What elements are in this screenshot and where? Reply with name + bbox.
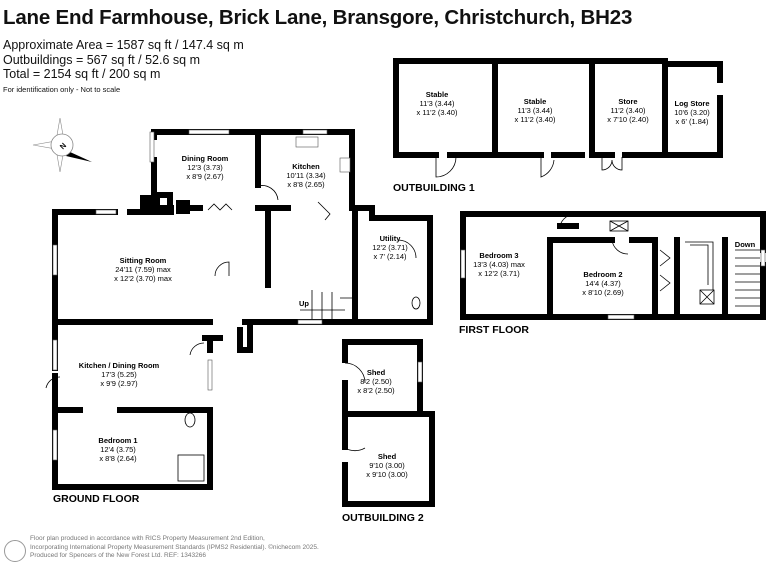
room-dim: x 8'8 (2.64) xyxy=(99,454,137,463)
scale-note: For identification only - Not to scale xyxy=(3,85,121,94)
room-dim: x 8'2 (2.50) xyxy=(357,386,395,395)
room-name: Kitchen xyxy=(292,162,320,171)
compass-north-label: N xyxy=(58,141,68,151)
room-name: Bedroom 3 xyxy=(479,251,518,260)
outbuilding-2: Shed 8'2 (2.50) x 8'2 (2.50) Shed 9'10 (… xyxy=(342,339,435,524)
approximate-area: Approximate Area = 1587 sq ft / 147.4 sq… xyxy=(3,38,244,52)
footer-line: Produced for Spencers of the New Forest … xyxy=(30,552,206,559)
room-name: Shed xyxy=(378,452,397,461)
footer-line: Floor plan produced in accordance with R… xyxy=(30,535,265,542)
room-name: Stable xyxy=(426,90,449,99)
outbuilding-1-label: OUTBUILDING 1 xyxy=(393,182,475,194)
outbuilding-2-label: OUTBUILDING 2 xyxy=(342,512,424,524)
room-name: Shed xyxy=(367,368,386,377)
room-dim: x 9'9 (2.97) xyxy=(100,379,138,388)
footer-disclaimer: Floor plan produced in accordance with R… xyxy=(30,535,319,561)
room-name: Bedroom 1 xyxy=(98,436,137,445)
room-dim: x 11'2 (3.40) xyxy=(417,108,458,117)
room-dim: x 8'10 (2.69) xyxy=(582,288,624,297)
first-floor: Bedroom 3 13'3 (4.03) max x 12'2 (3.71) … xyxy=(459,211,766,336)
room-dim: 11'2 (3.40) xyxy=(610,106,646,115)
room-dim: x 8'9 (2.67) xyxy=(186,172,224,181)
room-dim: 24'11 (7.59) max xyxy=(115,265,171,274)
area-summary: Approximate Area = 1587 sq ft / 147.4 sq… xyxy=(3,38,244,82)
room-dim: 11'3 (3.44) xyxy=(517,106,553,115)
room-dim: x 12'2 (3.70) max xyxy=(114,274,172,283)
room-name: Bedroom 2 xyxy=(583,270,622,279)
stairs-down-label: Down xyxy=(735,240,756,249)
person-logo-icon xyxy=(4,540,26,562)
room-dim: x 8'8 (2.65) xyxy=(287,180,325,189)
room-dim: 13'3 (4.03) max xyxy=(473,260,525,269)
room-dim: 8'2 (2.50) xyxy=(360,377,392,386)
ground-floor-label: GROUND FLOOR xyxy=(53,493,140,505)
room-dim: 17'3 (5.25) xyxy=(101,370,137,379)
room-dim: 12'4 (3.75) xyxy=(100,445,136,454)
stairs-up-label: Up xyxy=(299,299,309,308)
room-name: Utility xyxy=(380,234,402,243)
room-dim: x 11'2 (3.40) xyxy=(515,115,556,124)
total-area: Total = 2154 sq ft / 200 sq m xyxy=(3,67,161,81)
room-dim: 10'6 (3.20) xyxy=(674,108,710,117)
page-title: Lane End Farmhouse, Brick Lane, Bransgor… xyxy=(3,6,633,29)
outbuilding-1: Stable 11'3 (3.44) x 11'2 (3.40) Stable … xyxy=(393,58,723,194)
room-dim: 10'11 (3.34) xyxy=(286,171,326,180)
room-name: Log Store xyxy=(675,99,710,108)
first-floor-label: FIRST FLOOR xyxy=(459,324,529,336)
room-dim: 11'3 (3.44) xyxy=(419,99,455,108)
outbuildings-area: Outbuildings = 567 sq ft / 52.6 sq m xyxy=(3,52,200,67)
room-dim: x 6' (1.84) xyxy=(675,117,709,126)
room-dim: x 12'2 (3.71) xyxy=(478,269,520,278)
room-name: Stable xyxy=(524,97,547,106)
ground-floor: Dining Room 12'3 (3.73) x 8'9 (2.67) Kit… xyxy=(45,129,433,505)
room-dim: 12'3 (3.73) xyxy=(187,163,223,172)
room-name: Dining Room xyxy=(182,154,229,163)
room-name: Kitchen / Dining Room xyxy=(79,361,160,370)
room-dim: 14'4 (4.37) xyxy=(585,279,621,288)
room-dim: x 7'10 (2.40) xyxy=(607,115,649,124)
room-name: Sitting Room xyxy=(120,256,167,265)
room-dim: 12'2 (3.71) xyxy=(372,243,408,252)
room-dim: x 7' (2.14) xyxy=(373,252,407,261)
room-name: Store xyxy=(618,97,637,106)
footer-line: Incorporating International Property Mea… xyxy=(30,543,319,551)
room-dim: x 9'10 (3.00) xyxy=(366,470,408,479)
room-dim: 9'10 (3.00) xyxy=(369,461,405,470)
compass-icon: N xyxy=(32,117,92,173)
